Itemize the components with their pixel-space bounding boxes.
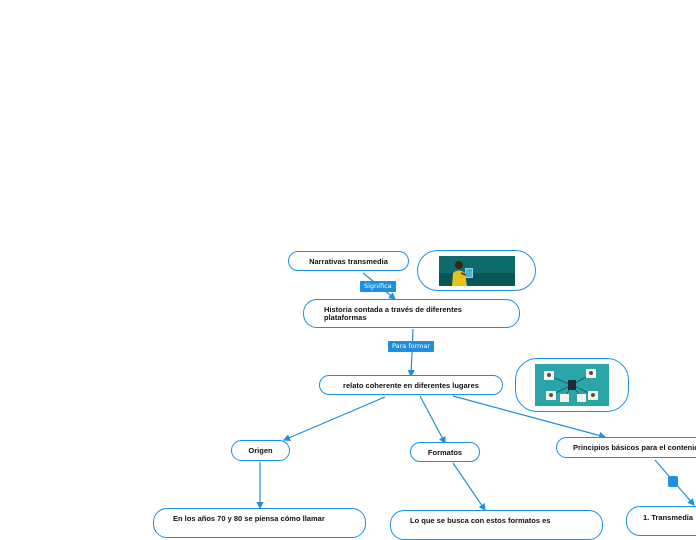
node-historia[interactable]: Historia contada a través de diferentes … bbox=[303, 299, 520, 328]
connector-relato-principios bbox=[452, 395, 607, 439]
node-formatos[interactable]: Formatos bbox=[410, 442, 480, 462]
image-node-2[interactable] bbox=[515, 358, 629, 412]
node-busca[interactable]: Lo que se busca con estos formatos es bbox=[390, 510, 603, 540]
node-transmedia-1[interactable]: 1. Transmedia bbox=[626, 506, 696, 536]
connector-relato-origen bbox=[282, 396, 386, 441]
node-origen[interactable]: Origen bbox=[231, 440, 290, 461]
label-para-formar: Para formar bbox=[388, 341, 435, 352]
node-relato-coherente[interactable]: relato coherente en diferentes lugares bbox=[319, 375, 503, 395]
connector-historia-relato bbox=[407, 328, 415, 378]
node-principios[interactable]: Principios básicos para el contenido bbox=[556, 437, 696, 458]
node-relato-coherente-label: relato coherente en diferentes lugares bbox=[343, 380, 479, 390]
node-principios-label: Principios básicos para el contenido bbox=[573, 443, 696, 452]
node-transmedia-1-label: 1. Transmedia bbox=[643, 513, 694, 522]
mind-map-canvas: Narrativas transmedia Significa Historia… bbox=[153, 250, 696, 540]
node-anos-70-80[interactable]: En los años 70 y 80 se piensa cómo llama… bbox=[153, 508, 366, 538]
image-node-1[interactable] bbox=[417, 250, 536, 291]
connector-lines bbox=[256, 272, 695, 511]
node-formatos-label: Formatos bbox=[427, 447, 463, 457]
network-people-icon bbox=[535, 364, 609, 406]
connector-formatos-busca bbox=[452, 462, 486, 511]
node-origen-label: Origen bbox=[248, 446, 273, 455]
person-tablet-icon bbox=[438, 255, 515, 286]
pin-marker bbox=[668, 476, 678, 487]
node-historia-label: Historia contada a través de diferentes … bbox=[324, 304, 462, 322]
node-narrativas-transmedia-label: Narrativas transmedia bbox=[309, 256, 388, 266]
label-significa: Significa bbox=[360, 281, 396, 292]
connector-relato-formatos bbox=[419, 395, 446, 445]
node-busca-label: Lo que se busca con estos formatos es bbox=[410, 516, 551, 525]
node-narrativas-transmedia[interactable]: Narrativas transmedia bbox=[288, 251, 409, 271]
node-anos-70-80-label: En los años 70 y 80 se piensa cómo llama… bbox=[173, 514, 325, 523]
